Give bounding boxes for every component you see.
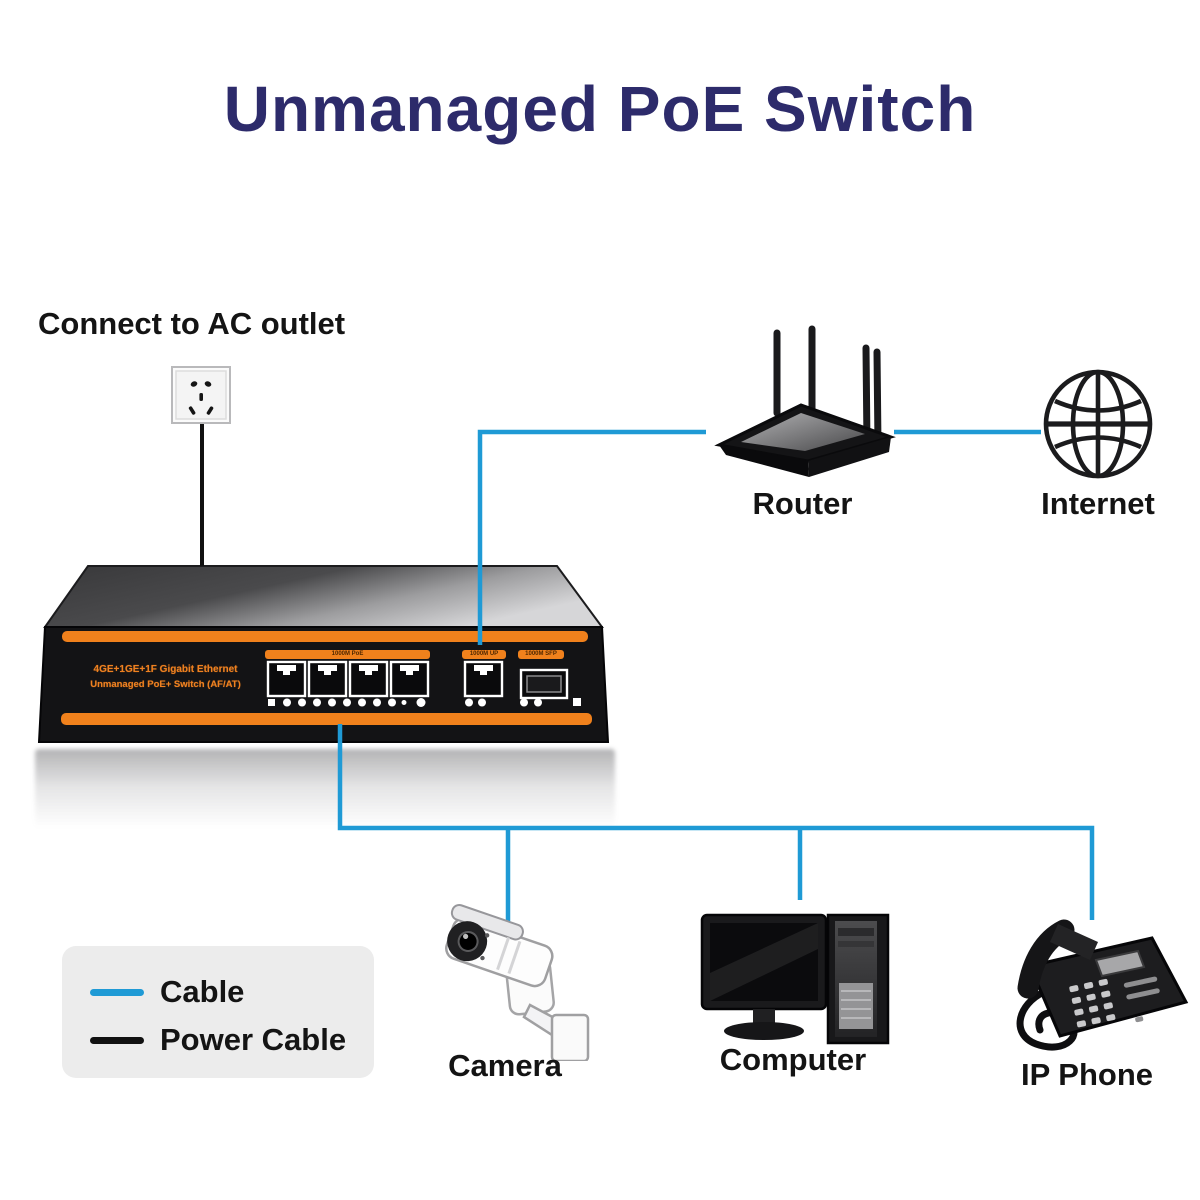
poe-switch-illustration bbox=[37, 565, 610, 743]
legend-label-power-cable: Power Cable bbox=[160, 1022, 347, 1057]
legend-label-cable: Cable bbox=[160, 974, 245, 1009]
sfp-led bbox=[520, 698, 528, 707]
phone-display bbox=[1094, 949, 1146, 978]
legend: Cable Power Cable bbox=[62, 946, 374, 1078]
legend-row-cable: Cable bbox=[90, 974, 244, 1010]
phone-cord bbox=[1016, 988, 1078, 1051]
port-group-label-sfp: 1000M SFP bbox=[518, 650, 564, 659]
router-body-sheen bbox=[741, 413, 865, 451]
router-label: Router bbox=[752, 486, 853, 521]
device-power-led bbox=[573, 698, 581, 706]
phone-keypad bbox=[1069, 976, 1160, 1028]
page-title: Unmanaged PoE Switch bbox=[223, 73, 977, 145]
router-body-front-left bbox=[719, 445, 809, 477]
legend-swatch-power-cable bbox=[90, 1036, 144, 1044]
rj45-tabs bbox=[277, 665, 419, 675]
ac-outlet-label: Connect to AC outlet bbox=[38, 306, 346, 341]
led-indicators bbox=[268, 698, 581, 707]
internet-label: Internet bbox=[1041, 486, 1155, 521]
poe-switch-device: 4GE+1GE+1F Gigabit Ethernet Unmanaged Po… bbox=[35, 555, 615, 815]
uplink-led bbox=[465, 698, 473, 707]
port-group-label-poe: 1000M PoE bbox=[265, 650, 430, 659]
ip-phone-icon bbox=[1016, 919, 1189, 1051]
router-icon bbox=[714, 325, 896, 477]
port-group-label-uplink: 1000M UP bbox=[462, 650, 506, 659]
switch-panel-line1: 4GE+1GE+1F Gigabit Ethernet bbox=[93, 664, 238, 675]
computer-icon bbox=[700, 913, 890, 1045]
switch-bottom-stripe bbox=[61, 713, 592, 725]
switch-reflection bbox=[35, 749, 615, 839]
power-led bbox=[268, 699, 275, 706]
switch-top-stripe bbox=[62, 631, 588, 642]
camera-label: Camera bbox=[448, 1048, 562, 1083]
computer-label: Computer bbox=[719, 1042, 867, 1077]
legend-swatch-cable bbox=[90, 988, 144, 996]
phone-body bbox=[1027, 936, 1189, 1038]
ip-phone-label: IP Phone bbox=[1020, 1057, 1154, 1092]
internet-globe-icon bbox=[1043, 369, 1153, 479]
switch-panel-line2: Unmanaged PoE+ Switch (AF/AT) bbox=[90, 679, 241, 690]
legend-row-power-cable: Power Cable bbox=[90, 1022, 346, 1058]
ac-outlet-icon bbox=[171, 366, 231, 424]
phone-handset-cradle bbox=[1050, 924, 1098, 960]
camera-icon bbox=[445, 903, 590, 1061]
sfp-port-inner bbox=[526, 675, 562, 693]
uplink-rj45-tab bbox=[474, 665, 493, 675]
router-body-front-right bbox=[808, 437, 891, 477]
cable-switch-to-devices bbox=[337, 724, 1095, 920]
cable-switch-to-router bbox=[477, 429, 706, 645]
